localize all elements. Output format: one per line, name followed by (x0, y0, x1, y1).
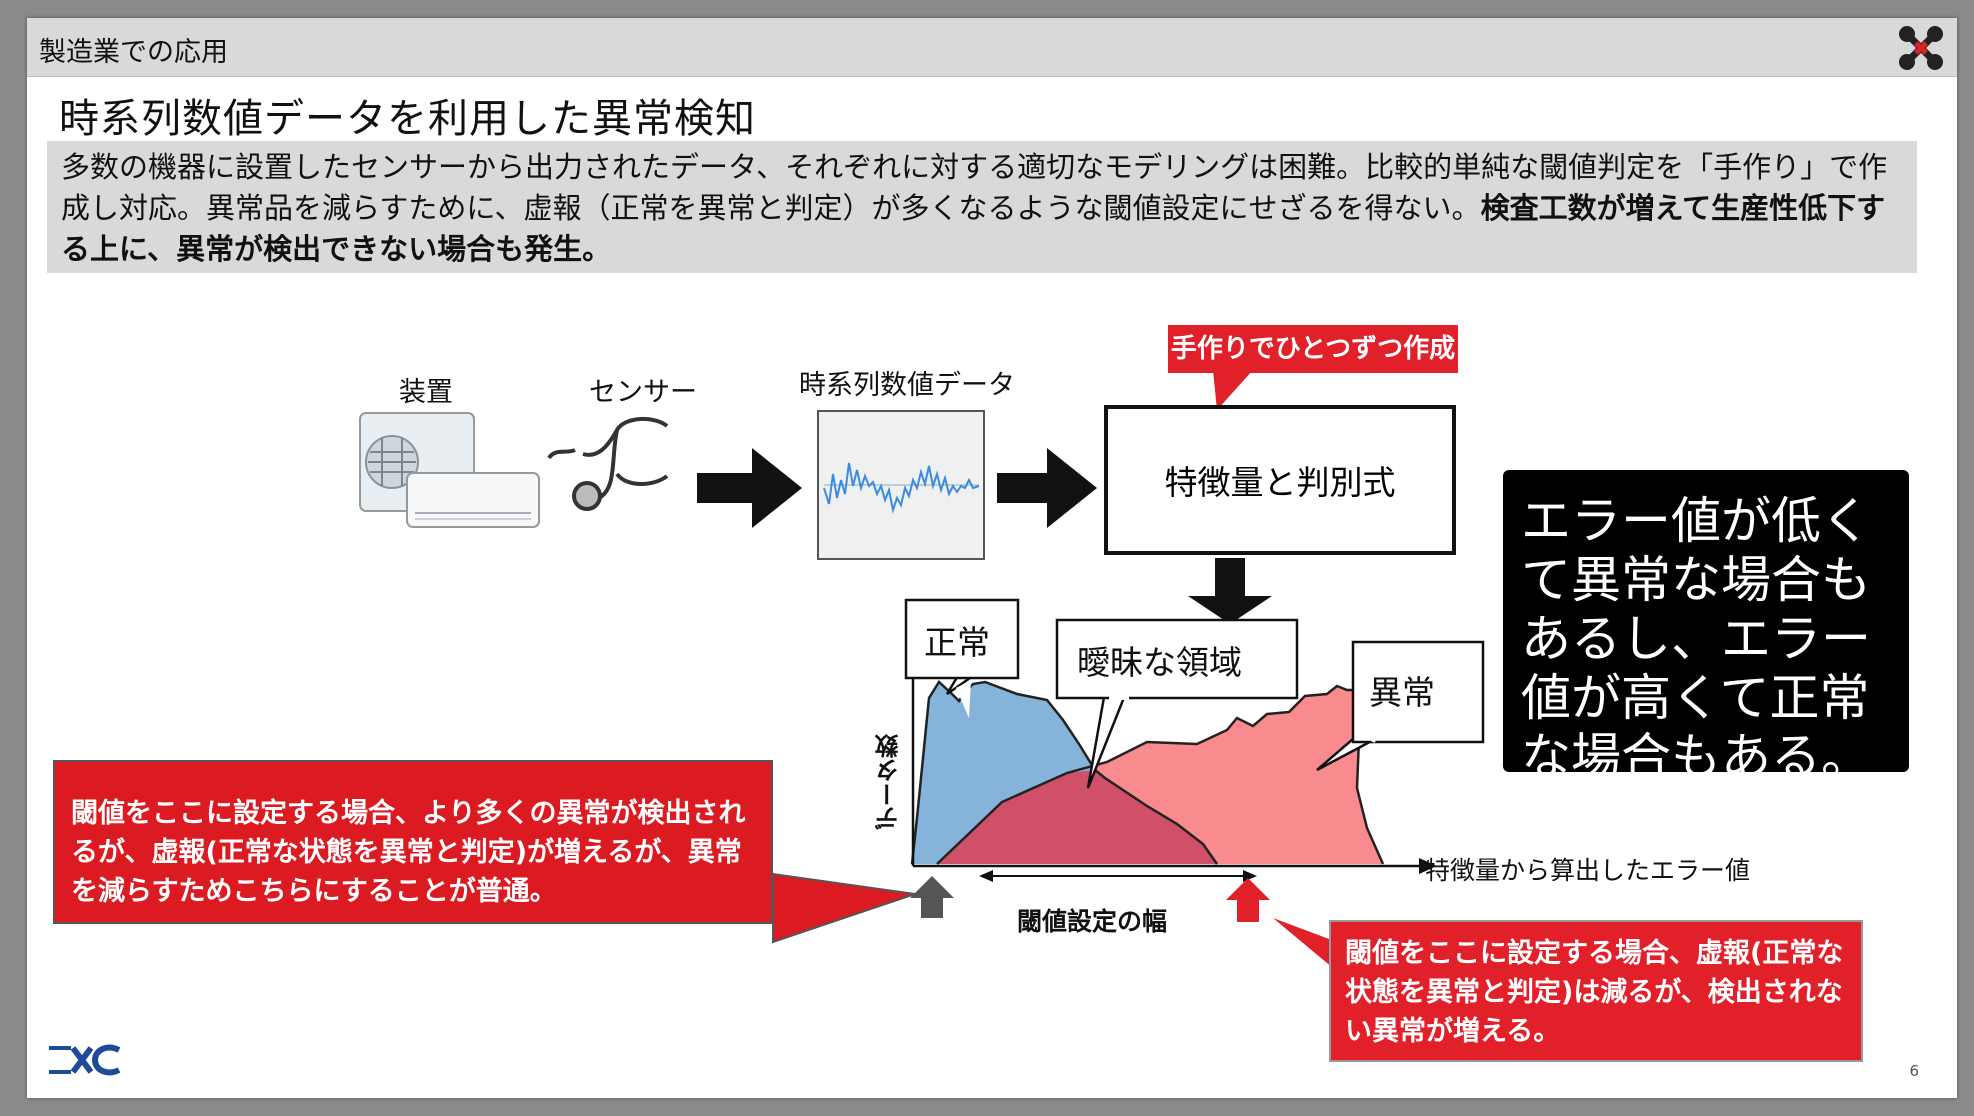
feature-box-label: 特徴量と判別式 (1164, 463, 1396, 502)
left-threshold-note-text: 閾値をここに設定する場合、より多くの異常が検出されるが、虚報(正常な状態を異常と… (71, 798, 746, 907)
timeseries-label: 時系列数値データ (799, 370, 1015, 401)
sensor-label: センサー (589, 377, 697, 408)
right-threshold-note: 閾値をここに設定する場合、虚報(正常な状態を異常と判定)は減るが、検出されない異… (1329, 920, 1863, 1062)
corner-logo-icon (1899, 26, 1943, 70)
right-threshold-marker (1226, 878, 1270, 922)
x-axis-label: 特徴量から算出したエラー値 (1425, 856, 1751, 885)
flow-arrow-2 (997, 448, 1097, 528)
left-threshold-note: 閾値をここに設定する場合、より多くの異常が検出されるが、虚報(正常な状態を異常と… (53, 760, 773, 924)
feature-discriminant-box: 特徴量と判別式 (1104, 405, 1456, 555)
stethoscope-icon (547, 417, 669, 511)
left-threshold-marker (910, 876, 954, 918)
page-number: 6 (1909, 1062, 1919, 1080)
abnormal-label: 異常 (1369, 673, 1435, 712)
distribution-chart (904, 598, 1485, 922)
slide: 製造業での応用 時系列数値データを利用した異常検知 多数の機器に設置したセンサー… (27, 18, 1957, 1098)
ambiguous-label: 曖昧な領域 (1077, 643, 1242, 682)
black-note-text: エラー値が低くて異常な場合もあるし、エラー値が高くて正常な場合もある。 (1521, 492, 1871, 786)
handmade-callout-pointer (1213, 370, 1253, 410)
overlap-region (937, 770, 1217, 864)
normal-label: 正常 (924, 623, 990, 662)
company-logo (49, 1044, 121, 1076)
threshold-range-label: 閾値設定の幅 (1017, 907, 1168, 936)
section-title: 製造業での応用 (39, 37, 228, 68)
left-callout-pointer (772, 872, 916, 944)
timeseries-thumbnail (817, 410, 985, 560)
right-threshold-note-text: 閾値をここに設定する場合、虚報(正常な状態を異常と判定)は減るが、検出されない異… (1345, 938, 1844, 1047)
flow-arrow-down (1188, 558, 1272, 624)
header-bar: 製造業での応用 (27, 18, 1957, 77)
summary-normal-text: 多数の機器に設置したセンサーから出力されたデータ、それぞれに対する適切なモデリン… (61, 150, 1888, 225)
summary-bold-text: 検査工数が増えて生産性低下する上に、異常が検出できない場合も発生。 (61, 191, 1886, 266)
black-note-box: エラー値が低くて異常な場合もあるし、エラー値が高くて正常な場合もある。 (1503, 470, 1909, 786)
page-title: 時系列数値データを利用した異常検知 (59, 96, 756, 142)
y-axis-label: データ数 (875, 734, 903, 830)
device-label: 装置 (399, 377, 453, 408)
air-conditioner-icon (359, 412, 540, 528)
handmade-callout: 手作りでひとつずつ作成 (1168, 325, 1458, 373)
diagram-canvas (359, 370, 1485, 988)
summary-box: 多数の機器に設置したセンサーから出力されたデータ、それぞれに対する適切なモデリン… (47, 141, 1917, 273)
flow-arrow-1 (697, 448, 802, 528)
